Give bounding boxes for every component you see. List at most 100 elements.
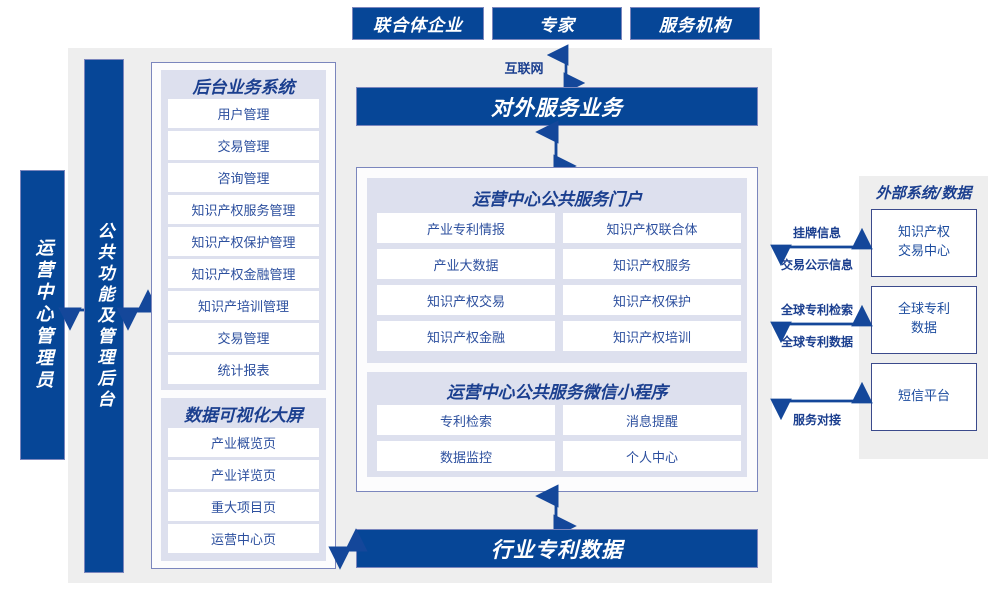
dataviz-title: 数据可视化大屏 — [161, 399, 326, 427]
backend-item[interactable]: 交易管理 — [168, 323, 319, 352]
role-operation-center-admin[interactable]: 运营中心管理员 — [20, 170, 65, 460]
link-label-text: 挂牌信息 — [792, 226, 841, 240]
public-portal-title: 运营中心公共服务门户 — [367, 181, 747, 213]
portal-item[interactable]: 产业大数据 — [377, 249, 555, 279]
top-actor-expert[interactable]: 专家 — [492, 7, 622, 40]
top-actor-label: 联合体企业 — [373, 16, 463, 36]
backend-item-label: 交易管理 — [217, 332, 270, 347]
role-label: 运营中心管理员 — [32, 238, 54, 392]
link-label-trade-public-info: 交易公示信息 — [770, 256, 864, 273]
miniprogram-item-label: 个人中心 — [625, 450, 678, 466]
dataviz-item[interactable]: 产业详览页 — [168, 460, 319, 489]
backend-item-label: 知识产权金融管理 — [191, 268, 296, 283]
portal-item-label: 知识产权服务 — [612, 258, 691, 274]
dataviz-item[interactable]: 产业概览页 — [168, 428, 319, 457]
portal-item[interactable]: 知识产权联合体 — [563, 213, 741, 243]
backend-item-label: 知识产权保护管理 — [191, 236, 296, 251]
industry-patent-data-label: 行业专利数据 — [491, 537, 623, 562]
external-systems-title: 外部系统/数据 — [859, 178, 988, 206]
link-label-global-patent-data: 全球专利数据 — [770, 333, 864, 350]
internet-arrow — [546, 44, 586, 94]
external-service-bar[interactable]: 对外服务业务 — [356, 87, 758, 126]
backend-item[interactable]: 知识产权保护管理 — [168, 227, 319, 256]
external-system-label: 全球专利 数据 — [897, 302, 950, 336]
role-label: 公共功能及管理后台 — [93, 221, 114, 411]
external-system-label: 短信平台 — [897, 388, 950, 404]
portal-item[interactable]: 产业专利情报 — [377, 213, 555, 243]
external-service-label: 对外服务业务 — [491, 95, 623, 120]
backend-item-label: 统计报表 — [217, 364, 270, 379]
miniprogram-item-label: 消息提醒 — [625, 414, 678, 430]
dataviz-title-text: 数据可视化大屏 — [184, 405, 303, 426]
portal-item-label: 知识产权金融 — [426, 330, 505, 346]
miniprogram-item[interactable]: 个人中心 — [563, 441, 741, 471]
backend-link-arrow — [116, 289, 160, 331]
external-link-arrow-2 — [770, 304, 873, 344]
backend-item-label: 用户管理 — [217, 108, 270, 123]
dataviz-item-label: 产业详览页 — [210, 469, 276, 484]
miniprogram-title-text: 运营中心公共服务微信小程序 — [446, 382, 668, 403]
external-system-global-patent-data[interactable]: 全球专利 数据 — [871, 286, 977, 354]
backend-item[interactable]: 用户管理 — [168, 99, 319, 128]
miniprogram-item-label: 数据监控 — [439, 450, 492, 466]
miniprogram-item[interactable]: 专利检索 — [377, 405, 555, 435]
miniprogram-item-label: 专利检索 — [439, 414, 492, 430]
dataviz-item-label: 产业概览页 — [210, 437, 276, 452]
internet-label: 互联网 — [492, 58, 556, 77]
top-actor-union-enterprise[interactable]: 联合体企业 — [352, 7, 484, 40]
backend-item[interactable]: 统计报表 — [168, 355, 319, 384]
dataviz-to-data-arrow — [328, 528, 368, 570]
portal-item-label: 产业专利情报 — [426, 222, 505, 238]
backend-item[interactable]: 知识产权服务管理 — [168, 195, 319, 224]
dataviz-item-label: 运营中心页 — [210, 533, 276, 548]
top-actor-service-org[interactable]: 服务机构 — [630, 7, 760, 40]
backend-system-title-text: 后台业务系统 — [192, 77, 295, 98]
portal-item[interactable]: 知识产权培训 — [563, 321, 741, 351]
backend-system-title: 后台业务系统 — [161, 71, 326, 99]
external-systems-title-text: 外部系统/数据 — [875, 183, 972, 202]
external-link-arrow-1 — [770, 227, 873, 267]
miniprogram-item[interactable]: 消息提醒 — [563, 405, 741, 435]
portal-item-label: 产业大数据 — [433, 258, 499, 274]
top-actor-label: 专家 — [539, 16, 575, 36]
external-system-sms-platform[interactable]: 短信平台 — [871, 363, 977, 431]
backend-item[interactable]: 知识产培训管理 — [168, 291, 319, 320]
portal-item-label: 知识产权保护 — [612, 294, 691, 310]
backend-item[interactable]: 咨询管理 — [168, 163, 319, 192]
link-label-text: 全球专利检索 — [780, 303, 853, 317]
portal-item[interactable]: 知识产权交易 — [377, 285, 555, 315]
external-system-label: 知识产权 交易中心 — [897, 225, 950, 259]
portal-item-label: 知识产权培训 — [612, 330, 691, 346]
internet-text: 互联网 — [504, 62, 544, 77]
portal-item-label: 知识产权交易 — [426, 294, 505, 310]
portal-to-data-arrow — [535, 484, 577, 538]
link-label-global-patent-search: 全球专利检索 — [770, 301, 864, 318]
portal-item-label: 知识产权联合体 — [606, 222, 698, 238]
industry-patent-data-bar[interactable]: 行业专利数据 — [356, 529, 758, 568]
link-label-text: 服务对接 — [792, 413, 841, 427]
link-label-service-docking: 服务对接 — [776, 411, 858, 428]
top-actor-label: 服务机构 — [659, 16, 731, 36]
backend-item-label: 咨询管理 — [217, 172, 270, 187]
external-system-ip-exchange[interactable]: 知识产权 交易中心 — [871, 209, 977, 277]
link-label-text: 全球专利数据 — [780, 335, 853, 349]
portal-item[interactable]: 知识产权金融 — [377, 321, 555, 351]
portal-item[interactable]: 知识产权保护 — [563, 285, 741, 315]
backend-item-label: 交易管理 — [217, 140, 270, 155]
miniprogram-item[interactable]: 数据监控 — [377, 441, 555, 471]
service-to-portal-arrow — [535, 120, 577, 178]
backend-item[interactable]: 知识产权金融管理 — [168, 259, 319, 288]
dataviz-item-label: 重大项目页 — [210, 501, 276, 516]
link-label-listing-info: 挂牌信息 — [776, 224, 858, 241]
backend-item[interactable]: 交易管理 — [168, 131, 319, 160]
dataviz-item[interactable]: 重大项目页 — [168, 492, 319, 521]
portal-item[interactable]: 知识产权服务 — [563, 249, 741, 279]
external-link-arrow-3 — [770, 381, 873, 421]
miniprogram-title: 运营中心公共服务微信小程序 — [367, 375, 747, 405]
role-public-function-backend[interactable]: 公共功能及管理后台 — [84, 59, 124, 573]
public-portal-title-text: 运营中心公共服务门户 — [472, 189, 642, 210]
link-label-text: 交易公示信息 — [780, 258, 853, 272]
backend-item-label: 知识产培训管理 — [197, 300, 289, 315]
dataviz-item[interactable]: 运营中心页 — [168, 524, 319, 553]
